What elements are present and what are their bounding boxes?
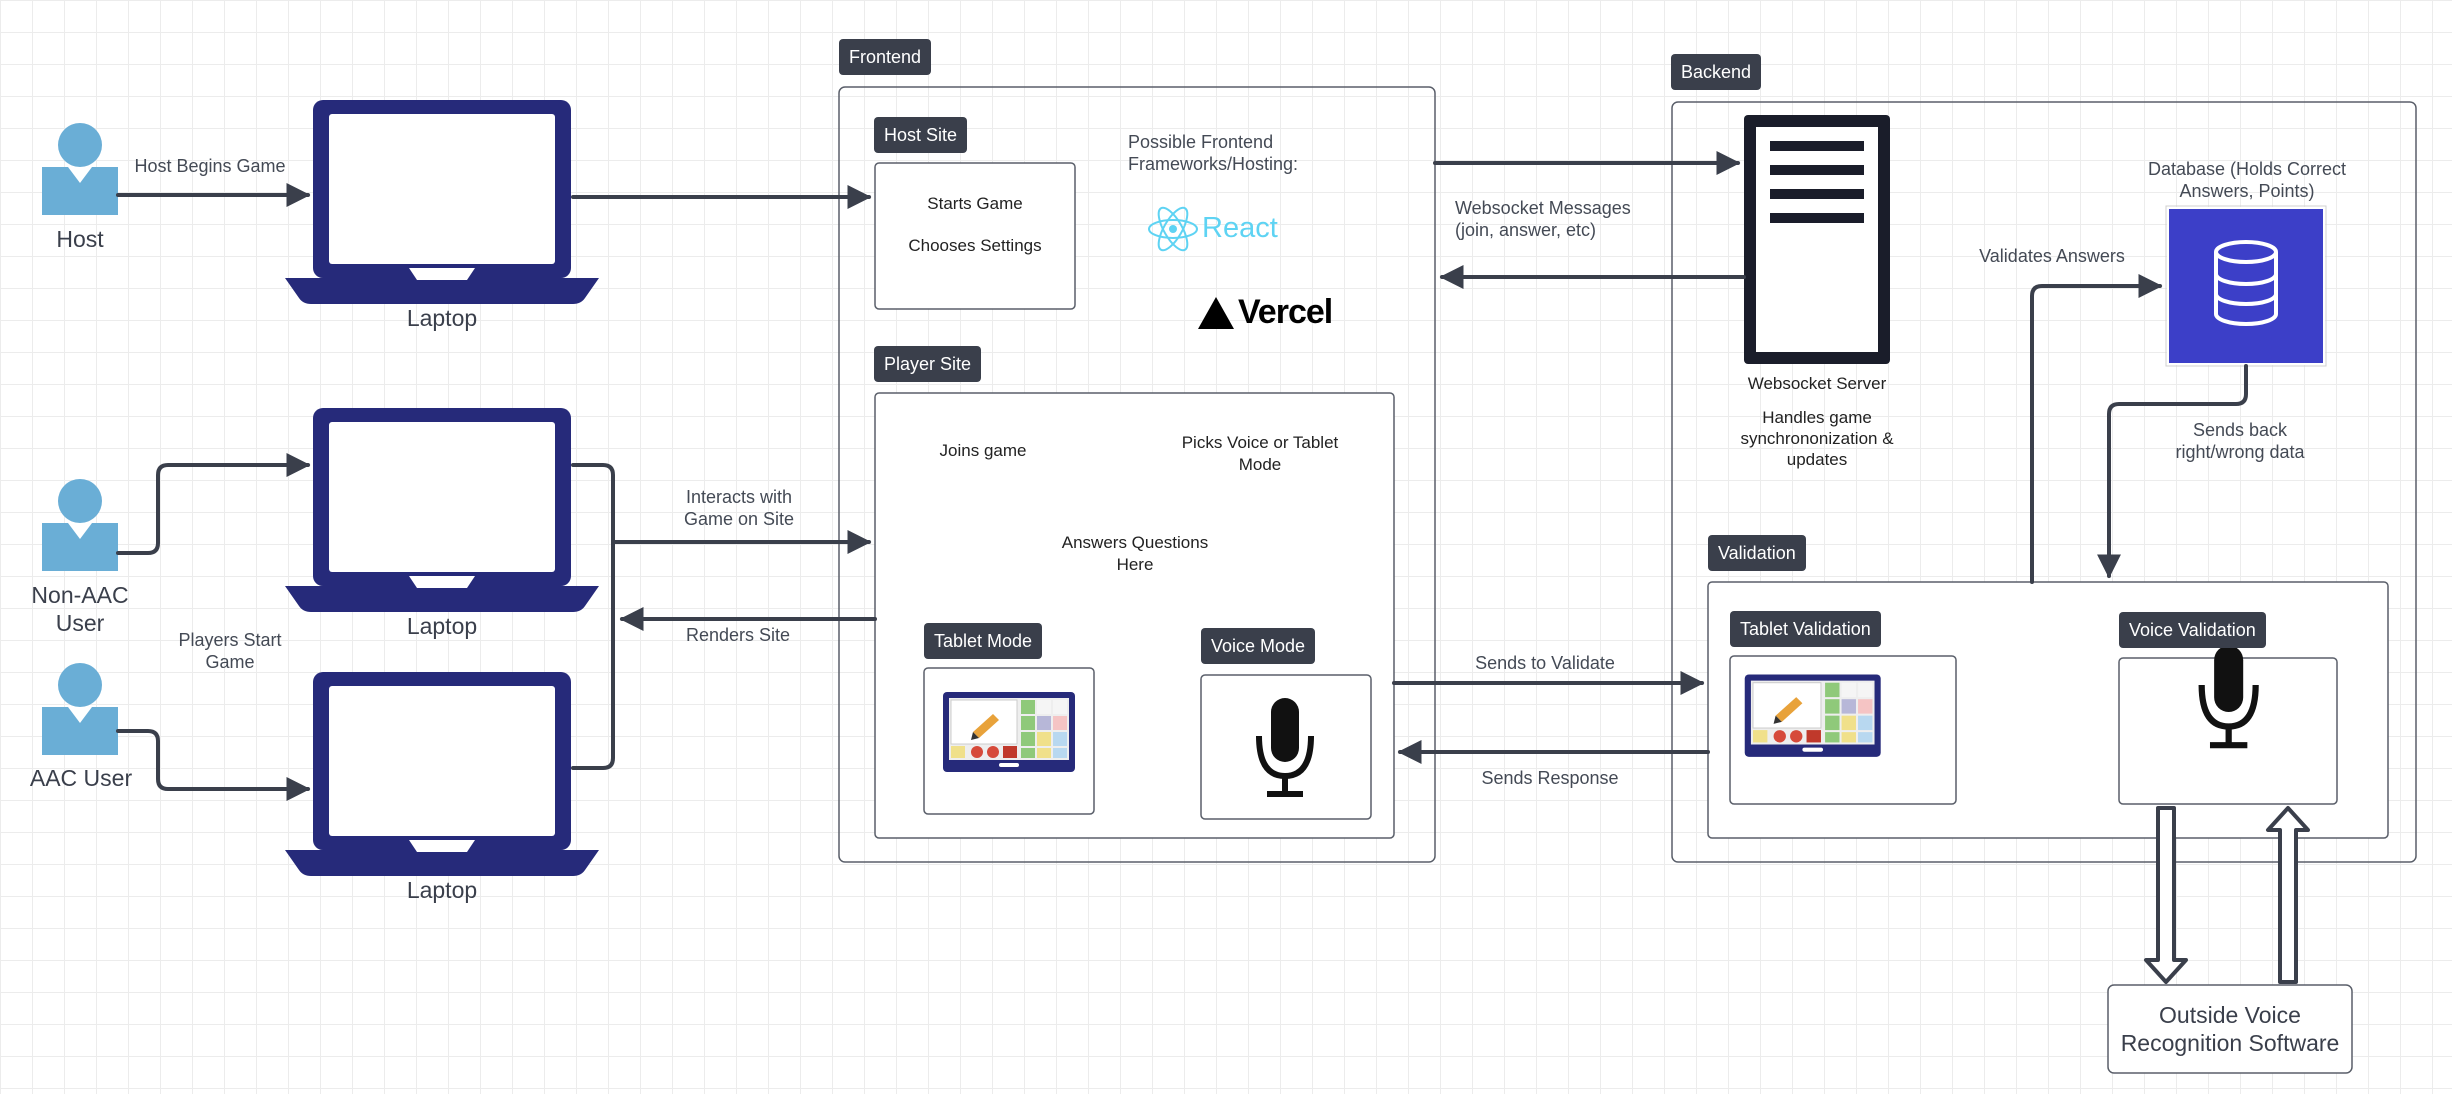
react-logo-text: React — [1202, 212, 1278, 244]
answers-questions-line-2: Here — [1116, 555, 1154, 574]
tablet-mode-tablet-icon — [942, 691, 1076, 773]
player-site-tag: Player Site — [874, 346, 982, 382]
frontend-tag: Frontend — [839, 39, 932, 75]
host-laptop-icon — [285, 100, 599, 304]
chooses-settings-text: Chooses Settings — [908, 236, 1042, 255]
aac-laptop-label: Laptop — [406, 877, 478, 903]
database-label-line-2: Answers, Points) — [2179, 181, 2315, 201]
tablet-validation-tag: Tablet Validation — [1730, 611, 1881, 647]
non-aac-user-label-text: Non-AAC User — [31, 582, 129, 636]
database-label: Database (Holds Correct Answers, Points) — [2122, 158, 2372, 202]
non-aac-laptop-label: Laptop — [406, 613, 478, 639]
backend-tag: Backend — [1671, 54, 1762, 90]
interacts-line-1: Interacts with — [685, 487, 793, 507]
interacts-label: Interacts with Game on Site — [666, 486, 812, 530]
websocket-messages-label: Websocket Messages (join, answer, etc) — [1455, 197, 1631, 241]
non-aac-person-icon — [42, 479, 118, 571]
sends-response-label: Sends Response — [1481, 768, 1619, 788]
host-begins-label: Host Begins Game — [134, 156, 286, 176]
outside-software-box — [2107, 984, 2353, 1074]
server-description-line-3: updates — [1786, 450, 1848, 469]
vercel-triangle-icon — [1198, 297, 1234, 329]
aac-laptop-icon — [285, 672, 599, 876]
host-label: Host — [56, 226, 104, 252]
frameworks-line-2: Frameworks/Hosting: — [1128, 154, 1299, 174]
non-aac-to-laptop-arrow — [116, 453, 311, 555]
sends-back-label: Sends back right/wrong data — [2160, 419, 2320, 463]
tablet-validation-tablet-icon — [1744, 673, 1882, 758]
picks-mode-line-2: Mode — [1238, 455, 1282, 474]
answers-questions-line-1: Answers Questions — [1061, 533, 1209, 552]
validation-tag: Validation — [1708, 535, 1806, 571]
voice-mode-tag: Voice Mode — [1201, 628, 1316, 664]
non-aac-laptop-icon — [285, 408, 599, 612]
database-label-line-1: Database (Holds Correct — [2147, 159, 2347, 179]
sends-to-validate-label: Sends to Validate — [1475, 653, 1615, 673]
tablet-mode-tag: Tablet Mode — [924, 623, 1043, 659]
aac-user-label: AAC User — [29, 765, 133, 791]
picks-mode-line-1: Picks Voice or Tablet — [1181, 433, 1339, 452]
renders-label: Renders Site — [685, 625, 791, 645]
validates-answers-arrow — [2030, 274, 2163, 584]
laptops-bracket — [571, 463, 615, 770]
aac-to-laptop-arrow — [116, 729, 311, 801]
host-laptop-label: Laptop — [406, 305, 478, 331]
sends-back-line-1: Sends back — [2192, 420, 2288, 440]
joins-game-text: Joins game — [939, 441, 1027, 460]
interacts-line-2: Game on Site — [683, 509, 795, 529]
aac-person-icon — [42, 663, 118, 755]
sends-back-line-2: right/wrong data — [2175, 442, 2305, 462]
backend-container — [1671, 101, 2417, 863]
connectors — [116, 151, 2248, 801]
host-person-icon — [42, 123, 118, 215]
server-description: Handles game synchrononization & updates — [1712, 407, 1922, 470]
validates-answers-label: Validates Answers — [1979, 246, 2125, 266]
vercel-logo-text: Vercel — [1238, 293, 1333, 331]
outside-software-label: Outside Voice Recognition Software — [2108, 1001, 2352, 1057]
outside-software-line-2: Recognition Software — [2120, 1030, 2340, 1056]
server-description-line-2: synchrononization & — [1740, 429, 1894, 448]
websocket-messages-line-1: Websocket Messages — [1455, 198, 1631, 218]
websocket-messages-line-2: (join, answer, etc) — [1455, 220, 1597, 240]
players-start-line-2: Game — [205, 652, 255, 672]
websocket-server-label: Websocket Server — [1747, 374, 1887, 393]
starts-game-text: Starts Game — [927, 194, 1023, 213]
frontend-container — [838, 86, 1436, 863]
players-start-label: Players Start Game — [160, 629, 300, 673]
frameworks-label: Possible Frontend Frameworks/Hosting: — [1128, 131, 1298, 175]
database-icon — [2165, 205, 2327, 367]
outside-software-line-1: Outside Voice — [2159, 1002, 2301, 1028]
players-start-line-1: Players Start — [178, 630, 282, 650]
sends-back-arrow — [2097, 364, 2248, 579]
react-atom-icon — [1148, 206, 1198, 252]
voice-validation-tag: Voice Validation — [2119, 612, 2266, 648]
from-outside-software-arrow — [2266, 806, 2310, 984]
picks-mode-text: Picks Voice or Tablet Mode — [1150, 432, 1370, 476]
non-aac-user-label: Non-AAC User — [20, 581, 140, 637]
server-icon — [1744, 115, 1890, 364]
server-description-line-1: Handles game — [1762, 408, 1872, 427]
host-site-box — [874, 162, 1076, 310]
frameworks-line-1: Possible Frontend — [1128, 132, 1274, 152]
host-site-tag: Host Site — [874, 117, 968, 153]
answers-questions-text: Answers Questions Here — [1030, 532, 1240, 576]
to-outside-software-arrow — [2144, 806, 2188, 984]
